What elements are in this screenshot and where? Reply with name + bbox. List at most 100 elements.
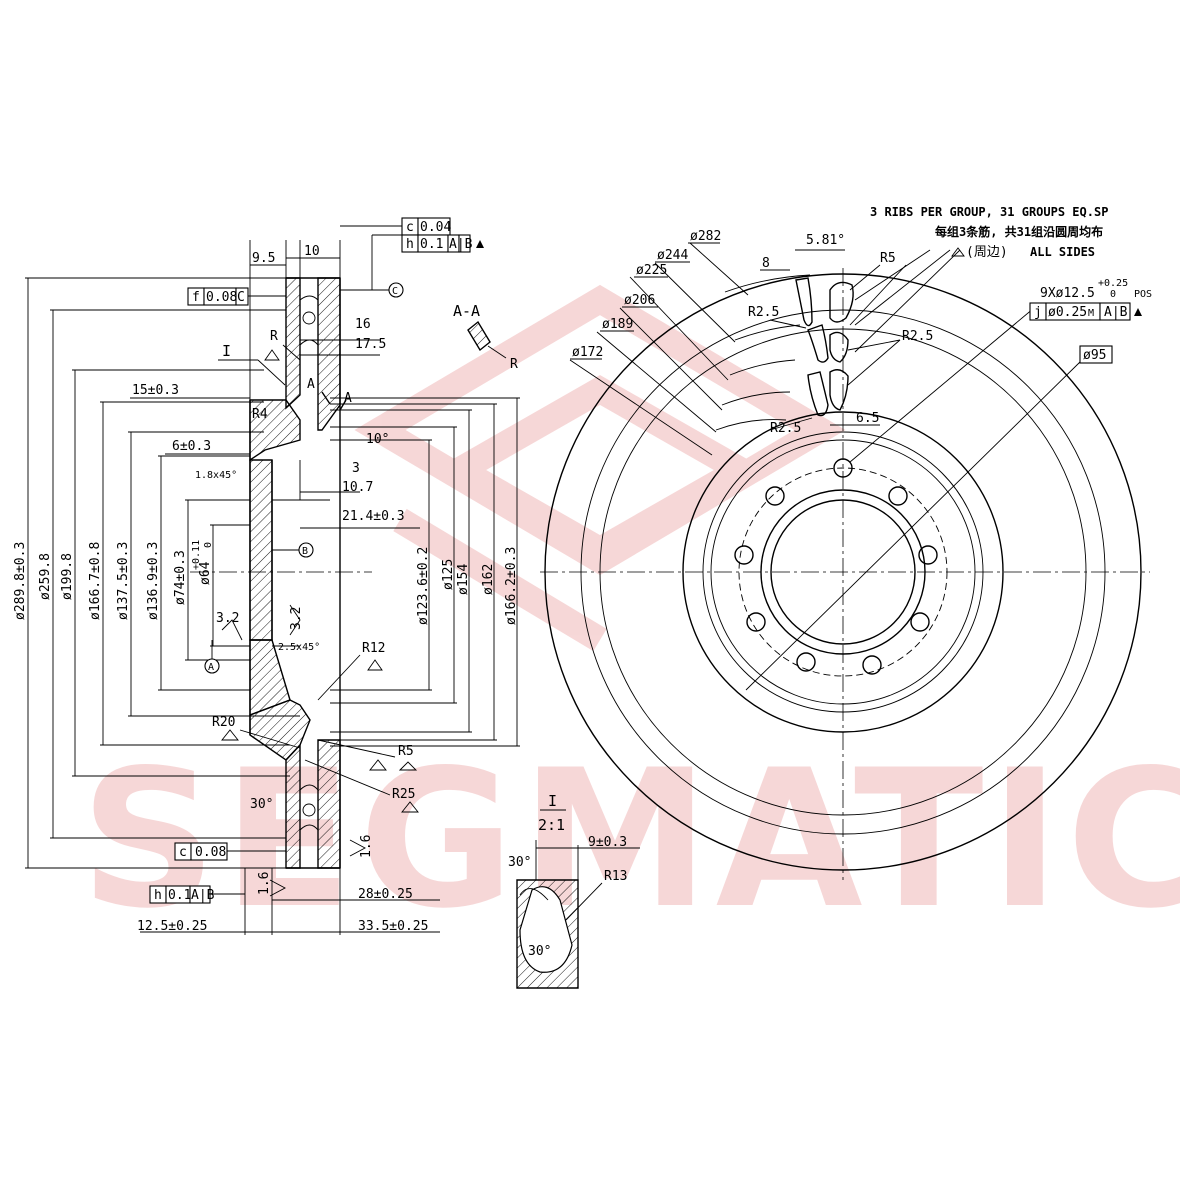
fcf-top: c 0.04 h 0.1 A|B [340, 217, 484, 290]
dim-189: ø189 [602, 317, 633, 332]
bolt-holes [734, 458, 938, 675]
dim-10-deg: 10° [366, 432, 389, 447]
fcf-top-tol-2: 0.1 [420, 237, 443, 252]
section-a-a-title: A-A [453, 302, 480, 320]
fcf-j-mod: M [1088, 308, 1094, 319]
bolt-hole-icon [746, 612, 766, 632]
fcf-top-ref: A|B [449, 237, 473, 252]
section-a-a: A-A R [453, 302, 518, 372]
detail-i-angle-bottom: 30° [528, 944, 551, 959]
dim-64-tol-up: +0.11 [191, 540, 202, 570]
dim-21-4: 21.4±0.3 [342, 509, 405, 524]
fcf-j-sym: j [1034, 305, 1042, 320]
dim-225: ø225 [636, 263, 667, 278]
chamfer-1-8: 1.8x45° [195, 470, 237, 481]
radius-r5: R5 [398, 744, 414, 759]
detail-i-title: I [548, 792, 557, 810]
section-marker-i: I [222, 342, 231, 360]
dim-9-5: 9.5 [252, 251, 275, 266]
dim-166-7: ø166.7±0.8 [88, 542, 103, 620]
detail-i-angle-top: 30° [508, 855, 531, 870]
outer-edge-circle [544, 273, 1142, 871]
dim-199-8: ø199.8 [60, 553, 75, 600]
datum-c-label: C [392, 286, 398, 297]
dim-64: ø64 [198, 561, 213, 585]
disc-profile [249, 277, 341, 869]
dim-64-tol-dn: 0 [203, 542, 214, 548]
roughness-symbols [221, 349, 419, 897]
dim-244: ø244 [657, 248, 688, 263]
fcf-h-ref: A|B [191, 888, 215, 903]
fcf-f: f 0.08 C [187, 287, 286, 306]
datum-b-label: B [302, 546, 308, 557]
fcf-top-tol-1: 0.04 [420, 220, 451, 235]
dim-162: ø162 [481, 564, 496, 595]
note-ribs-cn: 每组3条筋, 共31组沿圆周均布 [935, 224, 1103, 239]
section-a-a-radius: R [510, 357, 518, 372]
radius-r5-front: R5 [880, 251, 896, 266]
dim-166-2: ø166.2±0.3 [504, 547, 519, 625]
holes-tol-dn: 0 [1110, 289, 1116, 300]
watermark: SEGMATIC [80, 284, 1180, 950]
angle-30: 30° [250, 797, 273, 812]
radius-r: R [270, 329, 278, 344]
dim-10-7: 10.7 [342, 480, 373, 495]
detail-i-dim-9: 9±0.3 [588, 835, 627, 850]
dim-12-5: 12.5±0.25 [137, 919, 207, 934]
dim-95-box [1079, 345, 1113, 364]
dim-289-8: ø289.8±0.3 [13, 542, 28, 620]
section-marker-a-1: A [307, 377, 315, 392]
bolt-hole-icon [765, 486, 785, 506]
radius-r2-5-c: R2.5 [770, 421, 801, 436]
dim-206: ø206 [624, 293, 655, 308]
watermark-text: SEGMATIC [80, 729, 1180, 950]
dim-172: ø172 [572, 345, 603, 360]
note-all-sides-en: ALL SIDES [1030, 245, 1095, 259]
dim-154: ø154 [456, 564, 471, 595]
fcf-top-sym-1: c [406, 220, 414, 235]
front-view: 3 RIBS PER GROUP, 31 GROUPS EQ.SP 每组3条筋,… [540, 205, 1152, 880]
radius-r25: R25 [392, 787, 415, 802]
datum-a-label: A [208, 662, 214, 673]
dim-6: 6±0.3 [172, 439, 211, 454]
fcf-c-sym: c [179, 845, 187, 860]
note-ribs-en: 3 RIBS PER GROUP, 31 GROUPS EQ.SP [870, 205, 1108, 219]
fcf-top-sym-2: h [406, 237, 414, 252]
fcf-c-tol: 0.08 [195, 845, 226, 860]
dim-33-5: 33.5±0.25 [358, 919, 428, 934]
radius-r2-5-a: R2.5 [748, 305, 779, 320]
dim-28: 28±0.25 [358, 887, 413, 902]
dim-282: ø282 [690, 229, 721, 244]
radius-r2-5-b: R2.5 [902, 329, 933, 344]
bolt-hole-icon [918, 545, 938, 565]
section-view: ø289.8±0.3 ø259.8 ø199.8 ø166.7±0.8 ø137… [13, 217, 520, 935]
detail-i: I 2:1 9±0.3 R13 30° 30° [508, 792, 640, 989]
dim-5-81: 5.81° [806, 233, 845, 248]
dim-259-8: ø259.8 [38, 553, 53, 600]
bolt-hole-icon [734, 545, 754, 565]
holes-tol-up: +0.25 [1098, 278, 1128, 289]
note-all-sides-cn: (周边) [966, 245, 1008, 260]
dim-123-6: ø123.6±0.2 [416, 547, 431, 625]
detail-i-scale: 2:1 [538, 816, 565, 834]
radius-r4: R4 [252, 407, 268, 422]
dim-10: 10 [304, 244, 320, 259]
roughness-1-6-a: 1.6 [257, 872, 272, 895]
dim-137-5: ø137.5±0.3 [116, 542, 131, 620]
dim-8: 8 [762, 256, 770, 271]
dim-74: ø74±0.3 [173, 550, 188, 605]
fcf-h: h 0.1 A|B [149, 885, 245, 904]
radius-r20: R20 [212, 715, 235, 730]
bolt-hole-icon [888, 486, 908, 506]
fcf-h-sym: h [154, 888, 162, 903]
dim-3: 3 [352, 461, 360, 476]
dim-125: ø125 [441, 559, 456, 590]
bolt-hole-icon [796, 652, 816, 672]
fcf-f-tol: 0.08 [206, 290, 237, 305]
fcf-j: j ø0.25 M A|B [1029, 302, 1142, 321]
watermark-logo-icon [354, 284, 846, 652]
ribs [795, 277, 854, 417]
dim-17-5: 17.5 [355, 337, 386, 352]
